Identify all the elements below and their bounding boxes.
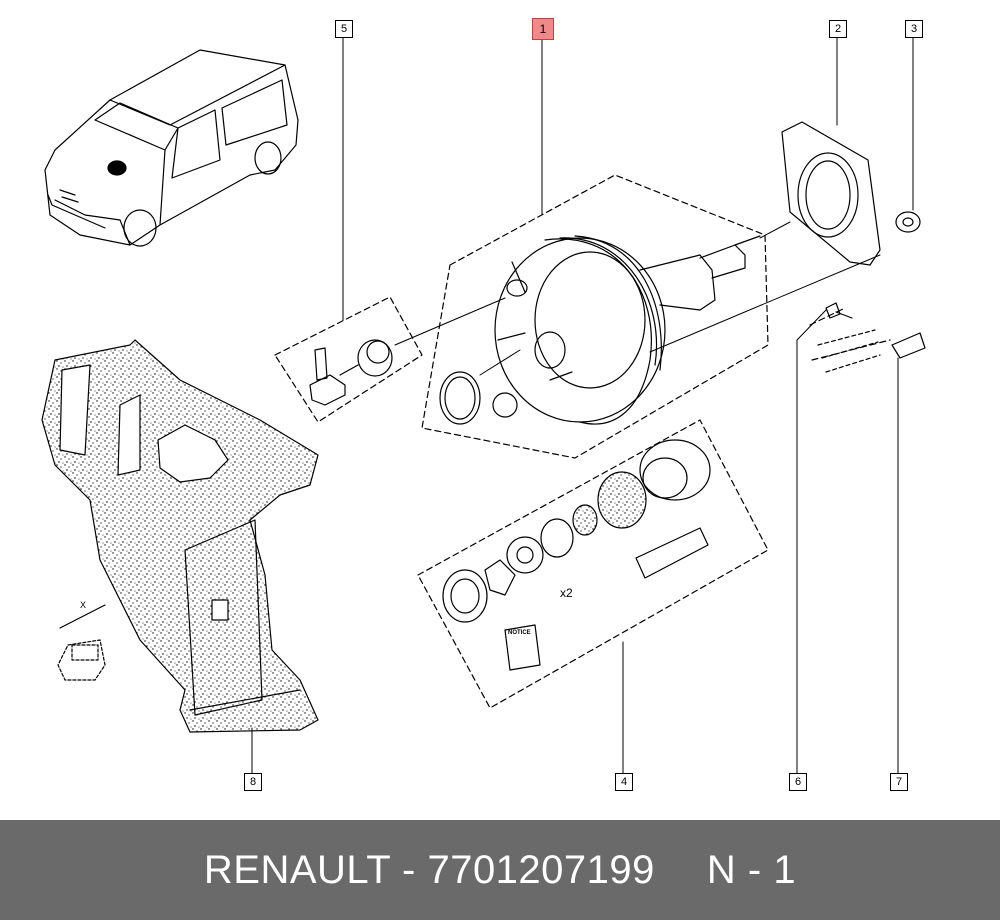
callout-5[interactable]: 5	[335, 20, 353, 38]
bolt-and-clip	[817, 302, 926, 373]
callout-3[interactable]: 3	[905, 20, 923, 38]
x-mark-label: X	[80, 600, 87, 610]
nut-x-symbol	[57, 604, 106, 681]
quantity-label: x2	[560, 586, 573, 600]
footer-bar: RENAULT - 7701207199 N - 1	[0, 820, 1000, 920]
vehicle-illustration	[44, 49, 299, 247]
repair-kit	[442, 439, 711, 671]
callout-2[interactable]: 2	[829, 20, 847, 38]
exploded-parts-diagram	[41, 35, 926, 774]
brand-part-number: RENAULT - 7701207199	[203, 847, 655, 892]
callout-7[interactable]: 7	[890, 773, 908, 791]
booster-nut	[895, 211, 921, 233]
callout-8[interactable]: 8	[244, 773, 262, 791]
insulation-panel	[41, 339, 319, 733]
callout-6[interactable]: 6	[789, 773, 807, 791]
diagram-position: N - 1	[706, 847, 797, 892]
group-outlines	[274, 174, 891, 709]
vacuum-elbow	[309, 339, 393, 406]
callout-1-highlighted[interactable]: 1	[532, 18, 554, 40]
notice-label: NOTICE	[508, 630, 531, 636]
leader-lines	[251, 35, 914, 774]
brake-booster	[494, 235, 761, 425]
booster-gasket	[781, 121, 881, 266]
callout-4[interactable]: 4	[615, 773, 633, 791]
